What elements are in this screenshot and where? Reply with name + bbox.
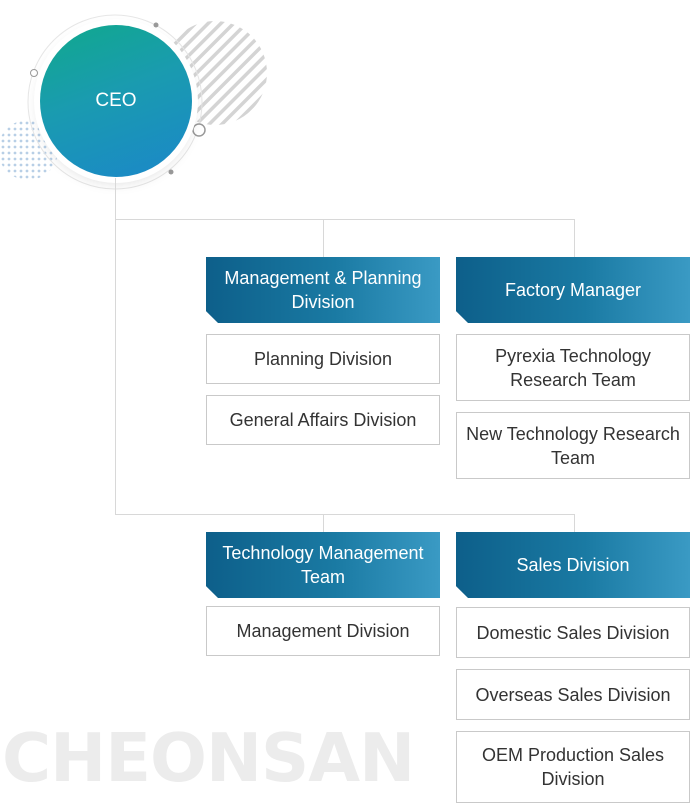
division-title: Management & Planning Division — [224, 268, 422, 312]
unit-label: General Affairs Division — [229, 410, 417, 430]
division-header-sales: Sales Division — [456, 532, 690, 598]
ceo-label: CEO — [95, 90, 137, 111]
dotted-circle — [0, 120, 58, 180]
unit-label: Planning Division — [253, 349, 393, 369]
unit-box: Planning Division — [206, 334, 440, 384]
connector-line — [574, 219, 575, 257]
unit-box: New Technology Research Team — [456, 412, 690, 479]
division-header-technology-management: Technology Management Team — [206, 532, 440, 598]
division-title: Factory Manager — [504, 280, 642, 300]
unit-box: Overseas Sales Division — [456, 669, 690, 720]
unit-box: OEM Production Sales Division — [456, 731, 690, 803]
unit-box: Domestic Sales Division — [456, 607, 690, 658]
unit-label: Management Division — [236, 621, 410, 641]
division-header-factory-manager: Factory Manager — [456, 257, 690, 323]
unit-label: Domestic Sales Division — [476, 622, 670, 643]
orbit-dot — [192, 123, 206, 137]
connector-line — [115, 219, 575, 220]
orbit-dot — [153, 22, 159, 28]
unit-label: OEM Production Sales Division — [481, 745, 665, 789]
division-title: Sales Division — [516, 555, 630, 575]
unit-label: New Technology Research Team — [466, 423, 680, 468]
unit-box: Pyrexia Technology Research Team — [456, 334, 690, 401]
connector-line — [574, 514, 575, 532]
ceo-node: CEO — [40, 25, 192, 177]
orbit-dot — [30, 69, 38, 77]
connector-line — [323, 514, 324, 532]
unit-label: Overseas Sales Division — [475, 684, 671, 705]
division-header-management-planning: Management & Planning Division — [206, 257, 440, 323]
connector-line — [115, 514, 575, 515]
orbit-dot — [168, 169, 174, 175]
connector-line — [115, 178, 116, 515]
division-title: Technology Management Team — [222, 543, 424, 587]
unit-label: Pyrexia Technology Research Team — [495, 345, 651, 390]
company-watermark: CHEONSAN — [2, 719, 415, 797]
unit-box: Management Division — [206, 606, 440, 656]
connector-line — [323, 219, 324, 257]
unit-box: General Affairs Division — [206, 395, 440, 445]
